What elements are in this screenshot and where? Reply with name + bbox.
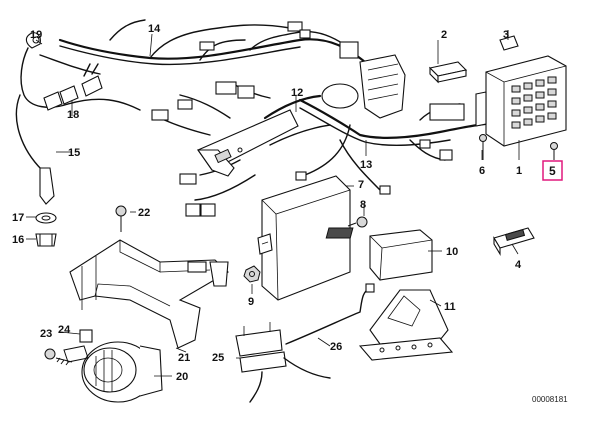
part-label-1[interactable]: 1: [516, 165, 522, 177]
part-label-17[interactable]: 17: [12, 212, 24, 224]
mounting-bracket[interactable]: [69, 239, 229, 349]
mounting-plate[interactable]: [235, 322, 287, 373]
part-label-11[interactable]: 11: [444, 301, 456, 313]
screw-6[interactable]: [479, 134, 487, 161]
part-label-12[interactable]: 12: [291, 87, 303, 99]
leader-lines: [26, 33, 555, 377]
part-label-10[interactable]: 10: [446, 246, 458, 258]
sensor-cable-assembly[interactable]: [15, 32, 141, 205]
clip-3[interactable]: [499, 30, 519, 51]
part-label-18[interactable]: 18: [67, 109, 79, 121]
central-connector-block[interactable]: [263, 54, 406, 120]
part-label-4[interactable]: 4: [515, 259, 522, 271]
part-label-23[interactable]: 23: [40, 328, 52, 340]
wiring-harness[interactable]: [39, 19, 487, 201]
highlight-box: [542, 160, 563, 181]
part-label-25[interactable]: 25: [212, 352, 224, 364]
horn[interactable]: [81, 341, 163, 403]
part-label-9[interactable]: 9: [248, 296, 254, 308]
control-unit-button-grid: [511, 76, 557, 129]
part-label-19[interactable]: 19: [30, 29, 42, 41]
mounting-ring[interactable]: [35, 212, 57, 224]
diagram-reference-number: 00008181: [532, 395, 568, 404]
bolt-23[interactable]: [44, 348, 73, 366]
part-label-20[interactable]: 20: [176, 371, 188, 383]
cable-26[interactable]: [249, 283, 375, 403]
steering-column-switch[interactable]: [196, 109, 299, 177]
horn-bracket[interactable]: [63, 329, 93, 363]
part-label-16[interactable]: 16: [12, 234, 24, 246]
relay-bracket[interactable]: [358, 289, 454, 361]
part-label-3[interactable]: 3: [503, 29, 509, 41]
part-labels: 19 14 2 3 18 12 15 13 6 1 5 7 8 22 17 16…: [12, 23, 556, 383]
part-label-6[interactable]: 6: [479, 165, 485, 177]
small-module[interactable]: [428, 61, 468, 84]
screw-8[interactable]: [347, 216, 368, 228]
part-label-2[interactable]: 2: [441, 29, 447, 41]
nut-9[interactable]: [243, 265, 261, 283]
harness-connectors[interactable]: [151, 21, 465, 217]
part-label-13[interactable]: 13: [360, 159, 372, 171]
main-control-unit[interactable]: [475, 55, 567, 147]
mounting-clip[interactable]: [35, 233, 57, 247]
part-label-8[interactable]: 8: [360, 199, 366, 211]
part-label-7[interactable]: 7: [358, 179, 364, 191]
plug-4[interactable]: [493, 227, 535, 256]
part-label-26[interactable]: 26: [330, 341, 342, 353]
relay[interactable]: [325, 227, 433, 281]
control-module[interactable]: [257, 175, 351, 301]
part-label-24[interactable]: 24: [58, 324, 71, 336]
part-label-15[interactable]: 15: [68, 147, 80, 159]
part-label-5[interactable]: 5: [549, 164, 556, 178]
part-label-14[interactable]: 14: [148, 23, 161, 35]
part-label-21[interactable]: 21: [178, 352, 190, 364]
part-label-22[interactable]: 22: [138, 207, 150, 219]
screw-22[interactable]: [115, 205, 127, 232]
